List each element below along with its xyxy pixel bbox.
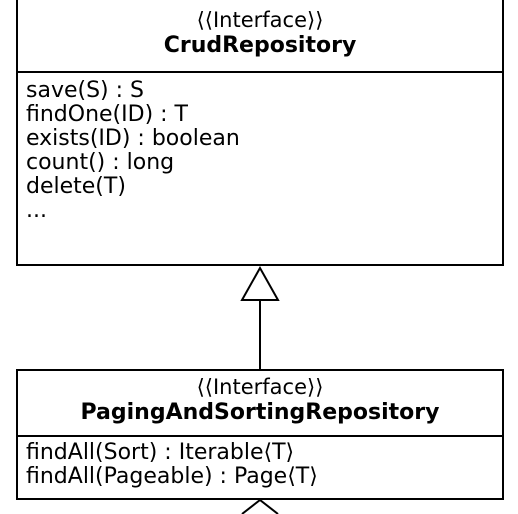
stereotype-label: ⟨⟨Interface⟩⟩ xyxy=(196,375,324,399)
class-name: CrudRepository xyxy=(163,33,357,58)
operation-item: findAll(Pageable) : Page⟨T⟩ xyxy=(26,464,318,489)
operation-item: count() : long xyxy=(26,150,175,175)
class-header: ⟨⟨Interface⟩⟩ CrudRepository xyxy=(18,0,502,73)
generalization-arrowhead-icon xyxy=(240,265,280,301)
operation-item: findAll(Sort) : Iterable⟨T⟩ xyxy=(26,440,295,465)
operation-item: exists(ID) : boolean xyxy=(26,126,240,151)
operation-item: findOne(ID) : T xyxy=(26,102,188,127)
stereotype-label: ⟨⟨Interface⟩⟩ xyxy=(196,8,324,32)
class-header: ⟨⟨Interface⟩⟩ PagingAndSortingRepository xyxy=(18,371,502,437)
operations-list: save(S) : S findOne(ID) : T exists(ID) :… xyxy=(18,73,502,223)
operations-list: findAll(Sort) : Iterable⟨T⟩ findAll(Page… xyxy=(18,437,502,489)
operation-item: save(S) : S xyxy=(26,78,144,103)
operation-item: delete(T) xyxy=(26,174,126,199)
operation-item: ... xyxy=(26,198,47,223)
lower-generalization-arrowhead-icon xyxy=(241,498,279,514)
crud-repository-class[interactable]: ⟨⟨Interface⟩⟩ CrudRepository save(S) : S… xyxy=(16,0,504,266)
paging-and-sorting-repository-class[interactable]: ⟨⟨Interface⟩⟩ PagingAndSortingRepository… xyxy=(16,369,504,500)
class-name: PagingAndSortingRepository xyxy=(80,400,440,425)
